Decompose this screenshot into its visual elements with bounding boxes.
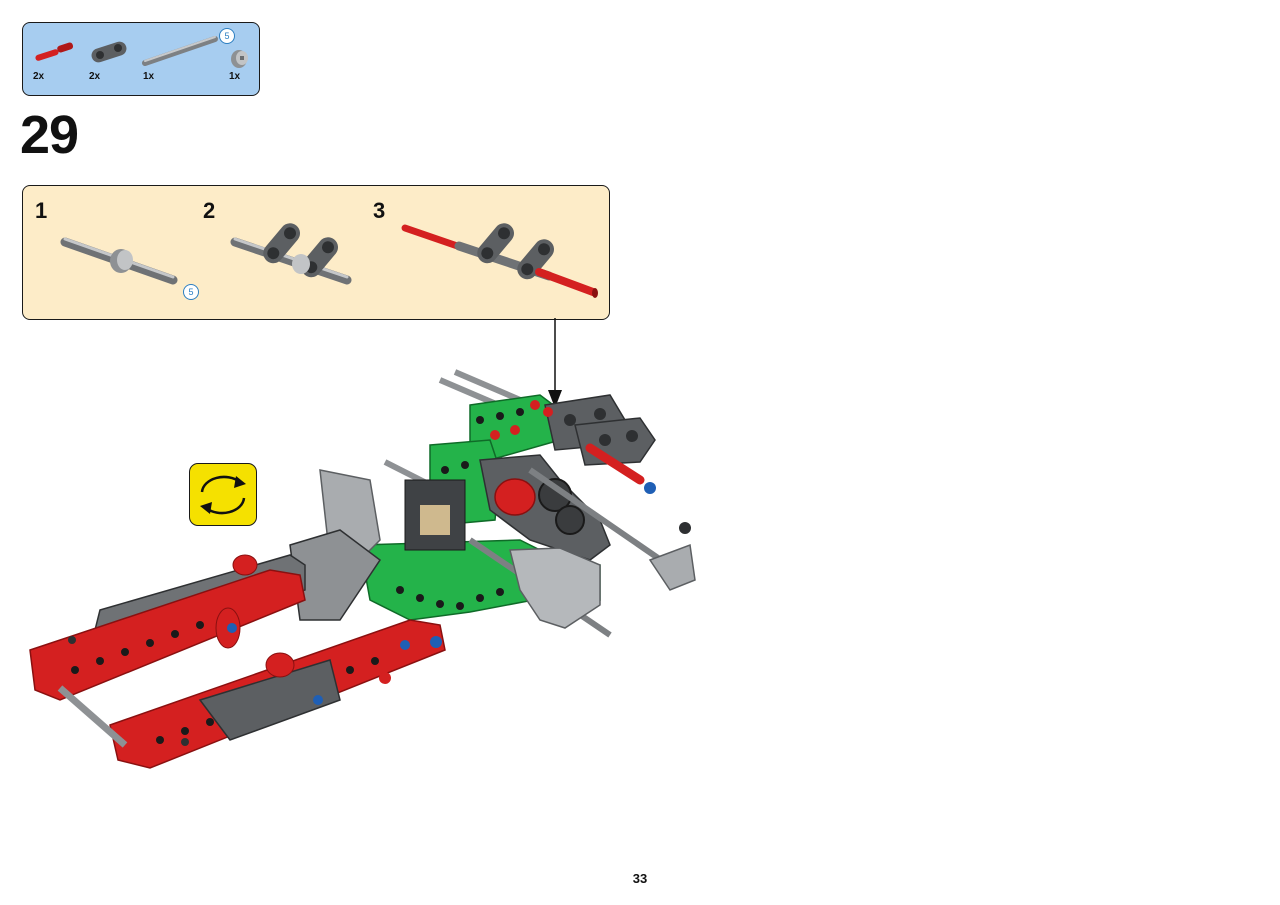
page-number: 33 [632, 871, 648, 886]
front-axles [289, 467, 696, 638]
placement-arrow-icon [548, 318, 562, 408]
gearbox-assembly [404, 394, 656, 561]
sub-assembly-panel: 1 2 3 5 [22, 185, 610, 320]
parts-qty-1: 2x [33, 71, 45, 82]
sub-step-2-connectors-icon [230, 223, 352, 285]
sub-step-1-number: 1 [35, 198, 48, 223]
parts-qty-4: 1x [229, 71, 241, 82]
gray-bush-icon [231, 50, 248, 68]
parts-list-panel: 2x 2x 1x 5 1x [22, 22, 260, 96]
axle-length-badge: 5 [219, 28, 235, 44]
step-number: 29 [20, 105, 79, 165]
sub-step-3-number: 3 [373, 198, 386, 223]
sub-step-1-length-badge: 5 [183, 284, 199, 300]
red-axle-pin-icon [35, 42, 74, 61]
rotate-model-icon [189, 463, 257, 526]
sub-step-2-number: 2 [203, 198, 216, 223]
gray-axle-pin-connector-icon [91, 41, 127, 63]
sub-step-1-axle-bush-icon [60, 237, 178, 285]
red-pins [543, 407, 656, 494]
sub-step-3-red-pins-icon [401, 223, 598, 298]
red-chassis [29, 554, 446, 769]
parts-qty-2: 2x [89, 71, 101, 82]
parts-qty-3: 1x [143, 71, 155, 82]
gray-axle-icon [142, 36, 218, 66]
green-frame [359, 394, 601, 621]
